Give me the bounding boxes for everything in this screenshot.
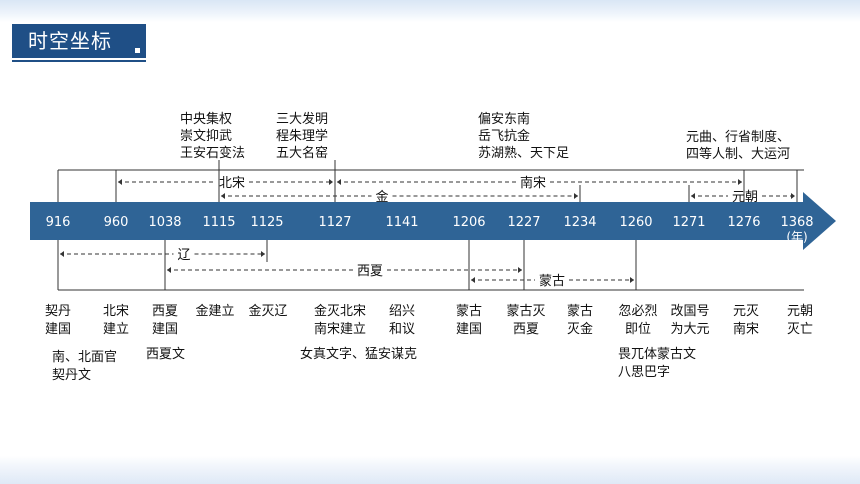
- event-label-line: 建国: [456, 322, 482, 337]
- dynasty-span-arrowhead: [337, 179, 341, 185]
- year-label: 1125: [250, 215, 283, 230]
- top-note-line: 苏湖熟、天下足: [478, 145, 569, 161]
- event-label-line: 蒙古灭: [506, 304, 545, 319]
- year-label: 1127: [318, 215, 351, 230]
- event-label-line: 和议: [389, 322, 415, 337]
- event-label-line: 西夏: [513, 322, 539, 337]
- dynasty-span-arrowhead: [329, 179, 333, 185]
- dynasty-span-arrowhead: [691, 193, 695, 199]
- event-label-line: 即位: [625, 322, 651, 337]
- year-label: 1115: [202, 215, 235, 230]
- top-note-line: 王安石变法: [180, 145, 245, 161]
- event-label-line: 南宋建立: [314, 321, 366, 337]
- event-label-line: 北宋: [103, 304, 129, 319]
- dynasty-span-arrowhead: [574, 193, 578, 199]
- year-unit-label: (年): [786, 230, 807, 244]
- title-corner-mark: [135, 48, 140, 53]
- page-title: 时空坐标: [28, 29, 112, 53]
- bottom-gradient-band: [0, 456, 860, 484]
- top-note-line: 五大名窑: [276, 145, 328, 161]
- bottom-note-line: 女真文字、猛安谋克: [300, 346, 417, 362]
- dynasty-label: 元朝: [732, 190, 758, 205]
- event-label-line: 为大元: [670, 322, 709, 337]
- event-label-line: 建立: [103, 322, 129, 337]
- top-note-line: 元曲、行省制度、: [686, 129, 790, 145]
- year-label: 1227: [507, 215, 540, 230]
- year-label: 1206: [452, 215, 485, 230]
- event-label-line: 元灭: [733, 304, 759, 319]
- event-label-line: 契丹: [45, 304, 71, 319]
- dynasty-label: 北宋: [219, 176, 245, 191]
- dynasty-label: 辽: [177, 248, 190, 263]
- year-label: 1141: [385, 215, 418, 230]
- dynasty-span-arrowhead: [261, 251, 265, 257]
- event-label-line: 建国: [45, 322, 71, 337]
- top-note-line: 岳飞抗金: [478, 128, 530, 144]
- year-label: 1368: [780, 215, 813, 230]
- dynasty-span-arrowhead: [738, 179, 742, 185]
- dynasty-label: 金: [375, 189, 388, 205]
- dynasty-span-arrowhead: [791, 193, 795, 199]
- top-note-line: 崇文抑武: [180, 129, 232, 144]
- bottom-note-line: 契丹文: [52, 368, 91, 383]
- dynasty-label: 西夏: [357, 264, 383, 279]
- bottom-note-line: 西夏文: [146, 347, 185, 362]
- dynasty-span-arrowhead: [471, 277, 475, 283]
- event-label-line: 灭金: [567, 321, 593, 337]
- event-label-line: 金灭北宋: [314, 303, 366, 319]
- dynasty-label: 南宋: [520, 175, 546, 191]
- event-label-line: 南宋: [733, 321, 759, 337]
- top-gradient-band: [0, 0, 860, 22]
- event-label-line: 西夏: [152, 304, 178, 319]
- top-note-line: 程朱理学: [276, 128, 328, 144]
- event-label-line: 改国号: [670, 304, 709, 319]
- event-label-line: 忽必烈: [618, 304, 657, 319]
- bottom-note-line: 畏兀体蒙古文: [618, 347, 696, 362]
- top-note-line: 中央集权: [180, 111, 232, 127]
- event-label-line: 灭亡: [787, 322, 813, 337]
- section-title-badge: 时空坐标: [12, 24, 146, 58]
- top-note-line: 偏安东南: [478, 111, 530, 127]
- dynasty-span-arrowhead: [167, 267, 171, 273]
- year-label: 1234: [563, 215, 596, 230]
- year-label: 916: [46, 215, 71, 230]
- event-label-line: 绍兴: [389, 304, 415, 319]
- event-label-line: 建国: [152, 322, 178, 337]
- dynasty-span-arrowhead: [630, 277, 634, 283]
- timeline-arrow: [30, 192, 836, 250]
- title-underline: [12, 60, 146, 62]
- top-note-line: 三大发明: [276, 111, 328, 127]
- year-label: 1038: [148, 215, 181, 230]
- event-label-line: 金建立: [195, 303, 234, 319]
- event-label-line: 元朝: [787, 304, 813, 319]
- year-label: 1260: [619, 215, 652, 230]
- bottom-note-line: 南、北面官: [52, 349, 117, 365]
- top-note-line: 四等人制、大运河: [686, 146, 790, 162]
- bottom-note-line: 八思巴字: [618, 365, 670, 380]
- event-label-line: 金灭辽: [248, 303, 287, 319]
- dynasty-span-arrowhead: [60, 251, 64, 257]
- event-label-line: 蒙古: [456, 304, 482, 319]
- year-label: 960: [104, 215, 129, 230]
- event-label-line: 蒙古: [567, 304, 593, 319]
- dynasty-span-arrowhead: [518, 267, 522, 273]
- dynasty-span-arrowhead: [221, 193, 225, 199]
- year-label: 1271: [672, 215, 705, 230]
- dynasty-label: 蒙古: [539, 274, 565, 289]
- dynasty-span-arrowhead: [118, 179, 122, 185]
- year-label: 1276: [727, 215, 760, 230]
